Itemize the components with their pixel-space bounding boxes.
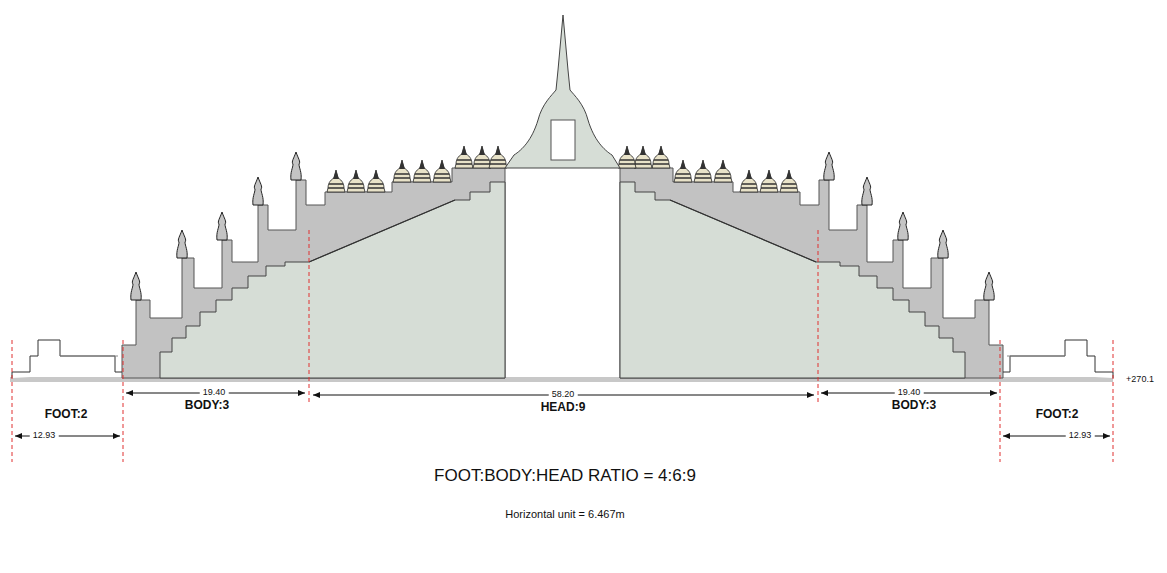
dimension-value: 12.93 [30, 431, 59, 441]
unit-dividers [12, 230, 1113, 462]
section-name: FOOT:2 [1036, 408, 1079, 421]
dimension-value: 12.93 [1066, 431, 1095, 441]
section-name: FOOT:2 [45, 408, 88, 421]
main-stupa [505, 15, 620, 168]
section-name: BODY:3 [892, 399, 936, 412]
unit-note: Horizontal unit = 6.467m [505, 508, 625, 520]
dimension-value: 19.40 [200, 388, 229, 398]
section-name: BODY:3 [185, 399, 229, 412]
dimension-value: 58.20 [549, 390, 578, 400]
right-half [618, 146, 1113, 378]
stupa-niche [551, 120, 575, 160]
section-name: HEAD:9 [541, 401, 586, 414]
elevation-mark: +270.1 [1126, 375, 1154, 385]
dimension-value: 19.40 [895, 388, 924, 398]
ratio-note: FOOT:BODY:HEAD RATIO = 4:6:9 [434, 467, 696, 486]
left-half [12, 146, 507, 378]
